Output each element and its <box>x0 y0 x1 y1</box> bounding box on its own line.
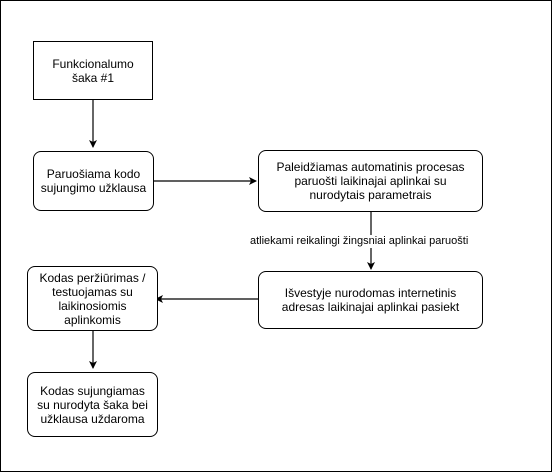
edge-label-steps: atliekami reikalingi žingsniai aplinkai … <box>250 235 469 248</box>
node-code-merged: Kodas sujungiamas su nurodyta šaka bei u… <box>27 372 158 437</box>
node-automatic-process: Paleidžiamas automatinis procesas paruoš… <box>258 150 483 212</box>
node-code-review: Kodas peržiūrimas / testuojamas su laiki… <box>27 266 158 331</box>
node-feature-branch: Funkcionalumo šaka #1 <box>33 41 153 100</box>
node-merge-request: Paruošiama kodo sujungimo užklausa <box>33 151 154 211</box>
node-output-url: Išvestyje nurodomas internetinis adresas… <box>258 271 483 329</box>
